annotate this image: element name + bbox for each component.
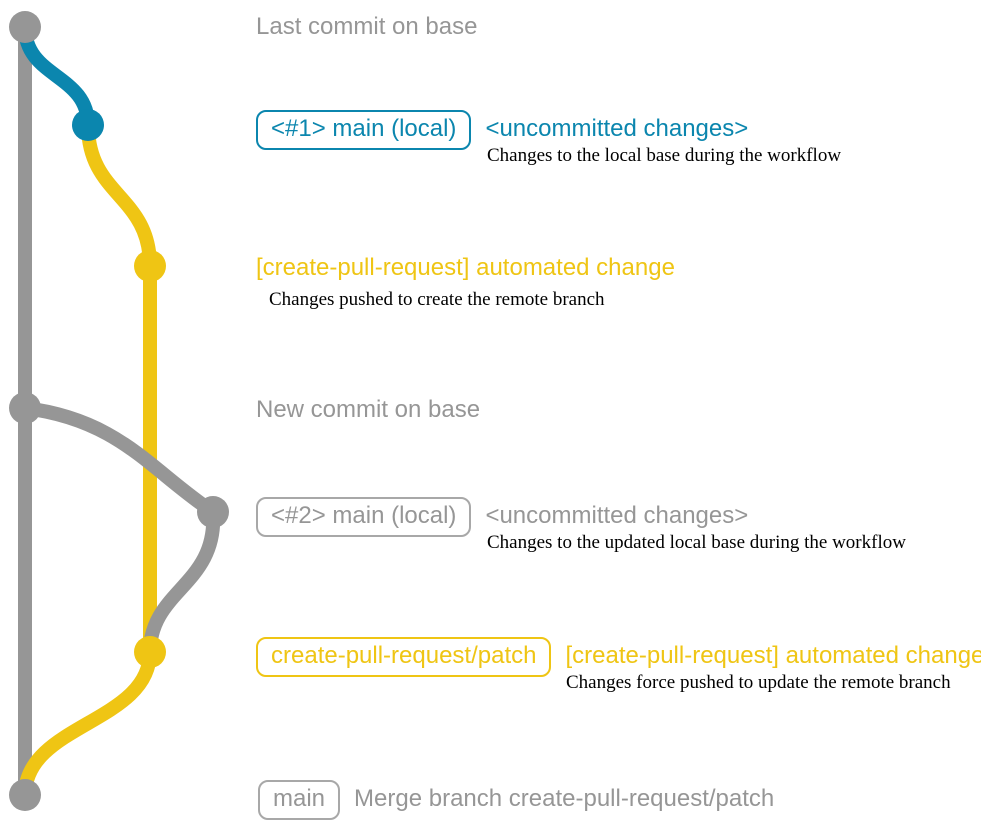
commit-subject-merge-commit: Merge branch create-pull-request/patch	[354, 785, 775, 812]
commit-note-local-commit-1: Changes to the local base during the wor…	[487, 145, 842, 166]
commit-note-local-commit-2: Changes to the updated local base during…	[487, 532, 906, 553]
edge-local-2-to-patch-2	[143, 505, 221, 659]
node-patch-commit-1[interactable]	[134, 250, 166, 282]
edge-base-to-local-2	[18, 401, 220, 519]
node-new-commit-on-base[interactable]	[9, 392, 41, 424]
edge-local-1-to-patch-1	[81, 118, 157, 273]
branch-badge-main-local-2[interactable]: <#2> main (local)	[256, 497, 472, 537]
commit-subject-new-commit-on-base: New commit on base	[256, 396, 481, 423]
commit-row-local-commit-1: <#1> main (local) <uncommitted changes>	[256, 110, 748, 150]
edge-patch-2-to-merge	[18, 645, 157, 802]
branch-badge-create-pull-request-patch[interactable]: create-pull-request/patch	[256, 637, 552, 677]
commit-note-patch-commit-1: Changes pushed to create the remote bran…	[269, 289, 605, 310]
node-local-commit-2[interactable]	[197, 496, 229, 528]
commit-subject-local-commit-2: <uncommitted changes>	[485, 502, 749, 529]
node-local-commit-1[interactable]	[72, 109, 104, 141]
commit-subject-patch-commit-2: [create-pull-request] automated change	[565, 642, 981, 669]
node-last-commit-on-base[interactable]	[9, 11, 41, 43]
commit-subject-local-commit-1: <uncommitted changes>	[485, 115, 749, 142]
node-patch-commit-2[interactable]	[134, 636, 166, 668]
commit-row-merge-commit: main Merge branch create-pull-request/pa…	[258, 780, 774, 820]
commit-subject-last-commit-on-base: Last commit on base	[256, 13, 478, 40]
commit-note-patch-commit-2: Changes force pushed to update the remot…	[566, 672, 951, 693]
commit-row-local-commit-2: <#2> main (local) <uncommitted changes>	[256, 497, 748, 537]
commit-subject-patch-commit-1: [create-pull-request] automated change	[256, 254, 675, 281]
branch-badge-main[interactable]: main	[258, 780, 341, 820]
node-merge-commit[interactable]	[9, 779, 41, 811]
commit-row-patch-commit-2: create-pull-request/patch [create-pull-r…	[256, 637, 981, 677]
branch-badge-main-local-1[interactable]: <#1> main (local)	[256, 110, 472, 150]
